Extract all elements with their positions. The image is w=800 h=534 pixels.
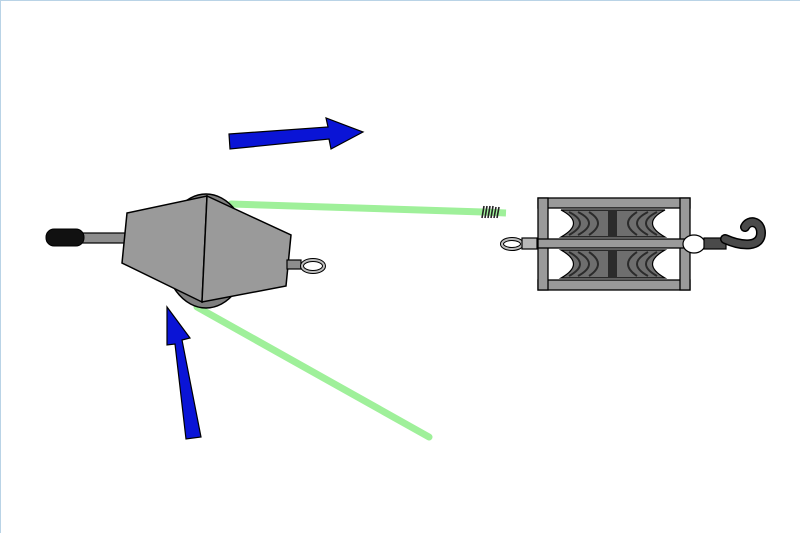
pulley-frame-top (537, 197, 691, 209)
pulley-frame-middle (537, 238, 691, 249)
ropes (193, 200, 507, 441)
winch-housing-left (121, 195, 208, 304)
winch-housing-right (201, 194, 292, 303)
rope-end-wrap (481, 205, 500, 219)
pulley-frame-bottom (537, 279, 691, 291)
lower-sheave (558, 249, 668, 279)
pulley-block (500, 197, 767, 291)
pull-arrow-right (228, 117, 365, 150)
come-along-winch (45, 193, 326, 309)
pull-arrow-up (166, 305, 202, 440)
upper-sheave (558, 209, 668, 238)
pulley-eye-stem (521, 237, 538, 250)
winch-handle-rod (80, 232, 126, 244)
hook-swivel (682, 234, 706, 254)
lower-rope (193, 303, 433, 441)
upper-rope (227, 200, 487, 216)
winch-shackle-stem (286, 259, 302, 270)
winch-handle-grip (45, 228, 85, 247)
